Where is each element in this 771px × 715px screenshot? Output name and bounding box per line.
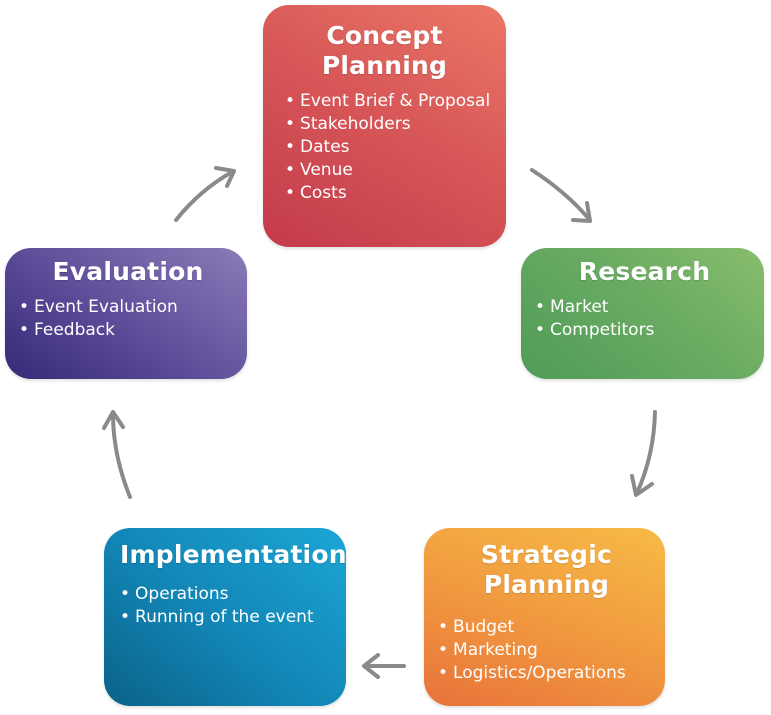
evaluation-list: Event Evaluation Feedback bbox=[19, 296, 237, 342]
implementation-box: Implementation Operations Running of the… bbox=[104, 528, 347, 706]
list-item: Logistics/Operations bbox=[438, 662, 655, 685]
implementation-title: Implementation bbox=[120, 540, 347, 569]
strategic-planning-title: Strategic Planning bbox=[438, 540, 655, 600]
list-item: Competitors bbox=[535, 319, 754, 342]
arrow-concept-to-research bbox=[530, 168, 592, 223]
concept-title-line1: Concept bbox=[326, 21, 443, 50]
concept-planning-title: Concept Planning bbox=[273, 21, 496, 81]
strategic-title-line2: Planning bbox=[483, 570, 610, 599]
list-item: Marketing bbox=[438, 639, 655, 662]
list-item: Venue bbox=[285, 159, 496, 182]
arrow-implementation-to-evaluation bbox=[102, 410, 132, 499]
concept-title-line2: Planning bbox=[321, 51, 448, 80]
arrow-strategic-to-implementation bbox=[362, 653, 406, 679]
list-item: Feedback bbox=[19, 319, 237, 342]
arrow-research-to-strategic bbox=[630, 410, 657, 497]
research-box: Research Market Competitors bbox=[521, 248, 764, 379]
concept-planning-box: Concept Planning Event Brief & Proposal … bbox=[263, 5, 506, 247]
evaluation-title: Evaluation bbox=[52, 257, 204, 286]
strategic-title-line1: Strategic bbox=[480, 540, 613, 569]
arrow-evaluation-to-concept bbox=[174, 166, 236, 222]
research-title: Research bbox=[578, 257, 711, 286]
evaluation-box: Evaluation Event Evaluation Feedback bbox=[5, 248, 247, 379]
list-item: Operations bbox=[120, 583, 336, 606]
list-item: Event Evaluation bbox=[19, 296, 237, 319]
list-item: Dates bbox=[285, 136, 496, 159]
strategic-planning-list: Budget Marketing Logistics/Operations bbox=[438, 616, 655, 685]
concept-planning-list: Event Brief & Proposal Stakeholders Date… bbox=[285, 90, 496, 205]
list-item: Market bbox=[535, 296, 754, 319]
strategic-planning-box: Strategic Planning Budget Marketing Logi… bbox=[424, 528, 665, 706]
list-item: Running of the event bbox=[120, 606, 336, 629]
implementation-list: Operations Running of the event bbox=[120, 583, 336, 629]
list-item: Budget bbox=[438, 616, 655, 639]
list-item: Stakeholders bbox=[285, 113, 496, 136]
list-item: Event Brief & Proposal bbox=[285, 90, 496, 113]
list-item: Costs bbox=[285, 182, 496, 205]
research-list: Market Competitors bbox=[535, 296, 754, 342]
